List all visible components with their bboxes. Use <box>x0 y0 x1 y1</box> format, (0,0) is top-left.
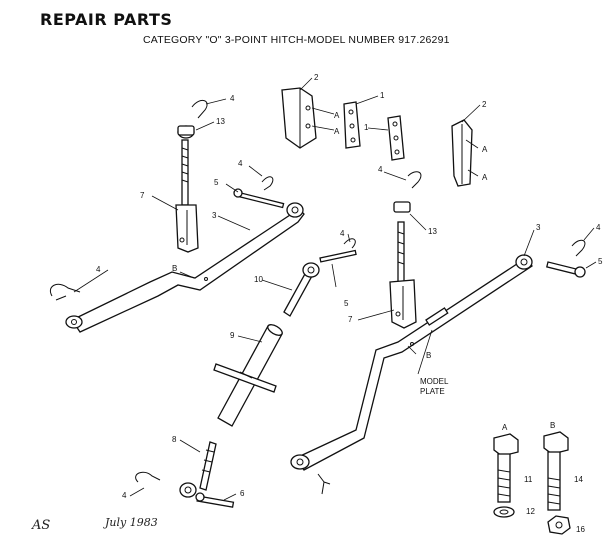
callout-13-left: 13 <box>216 117 225 126</box>
callout-8: 8 <box>172 435 177 444</box>
left-hair-pin <box>50 283 81 301</box>
model-plate-label-line1: MODEL <box>420 377 449 386</box>
callout-4-right: 4 <box>378 165 383 174</box>
handwritten-initials: AS <box>32 518 51 533</box>
page-subtitle: CATEGORY "O" 3-POINT HITCH-MODEL NUMBER … <box>143 34 450 46</box>
handwritten-date: July 1983 <box>105 516 158 529</box>
callout-13-right: 13 <box>428 227 437 236</box>
callout-3-right: 3 <box>536 223 541 232</box>
callout-1-top: 1 <box>380 91 385 100</box>
top-link-end <box>179 441 217 498</box>
callout-4-left: 4 <box>96 265 101 274</box>
callout-a-2: A <box>334 127 340 136</box>
left-swivel-pin <box>177 99 208 139</box>
callout-16: 16 <box>576 525 585 534</box>
hex-bolt-a <box>493 433 519 503</box>
right-clevis-pin <box>546 239 586 278</box>
center-clevis-pin <box>319 238 357 263</box>
top-link-rod <box>283 262 320 317</box>
left-lower-link-arm <box>65 202 305 333</box>
left-clevis-pin <box>233 176 285 209</box>
callout-10: 10 <box>254 275 263 284</box>
callout-labels: 2 1 1 2 A A A A 4 13 7 3 4 5 4 B 10 5 4 … <box>96 73 603 534</box>
callout-11: 11 <box>524 475 533 484</box>
right-hitch-bracket <box>451 119 473 187</box>
hair-pin-small <box>317 473 331 495</box>
callout-4-center: 4 <box>340 229 345 238</box>
callout-5-center: 5 <box>344 299 349 308</box>
callout-9: 9 <box>230 331 235 340</box>
callout-6: 6 <box>240 489 245 498</box>
hex-bolt-b <box>543 431 569 511</box>
callout-4-bottom: 4 <box>122 491 127 500</box>
callout-a-4: A <box>482 173 488 182</box>
spacer-plate-left <box>343 101 361 149</box>
callout-a-bolt: A <box>502 423 508 432</box>
leader-lines <box>73 77 597 501</box>
spacer-plate-right <box>387 115 405 161</box>
callout-5-left: 5 <box>214 178 219 187</box>
callout-4-top: 4 <box>230 94 235 103</box>
callout-7-right: 7 <box>348 315 353 324</box>
callout-12: 12 <box>526 507 535 516</box>
lock-washer <box>493 506 515 518</box>
left-lift-link-adjuster <box>175 139 199 253</box>
left-hitch-bracket <box>281 87 317 149</box>
callout-2-right: 2 <box>482 100 487 109</box>
page-title: REPAIR PARTS <box>40 10 173 29</box>
right-lower-link-arm <box>290 254 533 471</box>
callout-5-right: 5 <box>598 257 603 266</box>
model-plate-label-line2: PLATE <box>420 387 445 396</box>
callout-7-left: 7 <box>140 191 145 200</box>
right-swivel-pin <box>393 171 422 213</box>
callout-a-3: A <box>482 145 488 154</box>
callout-a-1: A <box>334 111 340 120</box>
callout-2-left: 2 <box>314 73 319 82</box>
callout-1-lower: 1 <box>364 123 369 132</box>
callout-b-right: B <box>426 351 431 360</box>
callout-14: 14 <box>574 475 583 484</box>
callout-3-left: 3 <box>212 211 217 220</box>
callout-4-mid: 4 <box>238 159 243 168</box>
callout-b-left: B <box>172 264 177 273</box>
lock-nut <box>547 515 571 535</box>
top-link-tube <box>213 324 283 427</box>
callout-4-far-right: 4 <box>596 223 601 232</box>
right-lift-link-adjuster <box>389 221 417 329</box>
bottom-clevis-pin <box>135 471 235 508</box>
callout-b-bolt: B <box>550 421 555 430</box>
